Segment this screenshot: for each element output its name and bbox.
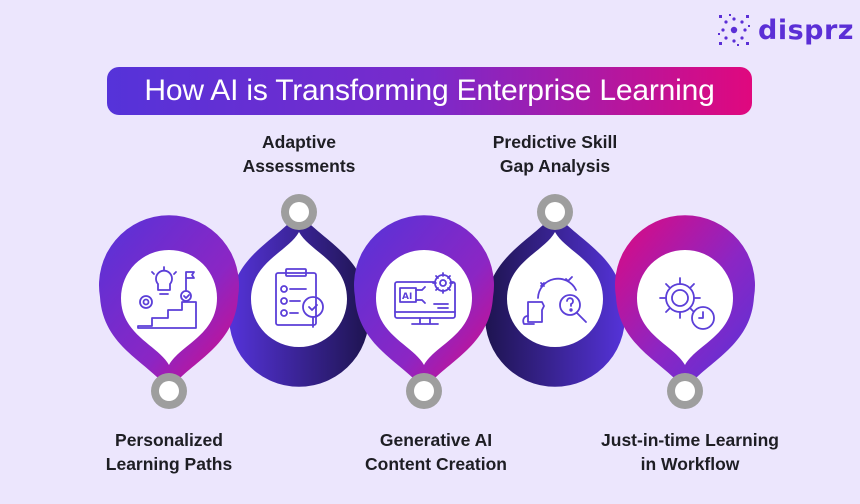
- gear-clock-icon: [659, 277, 715, 330]
- brand-logo: disprz: [716, 12, 854, 48]
- step-4-label: Predictive Skill Gap Analysis: [492, 132, 618, 176]
- step-3-label: Generative AI Content Creation: [365, 430, 507, 474]
- step-2-label: Adaptive Assessments: [242, 132, 356, 176]
- step-1-label: Personalized Learning Paths: [105, 430, 233, 474]
- ai-monitor-gear-icon: [394, 272, 456, 325]
- disprz-logo-mark-icon: [718, 14, 750, 46]
- brand-name: disprz: [758, 14, 855, 46]
- ai-label-glyph: AI: [402, 292, 412, 302]
- clipboard-checklist-magnifier-icon: [275, 268, 324, 328]
- step-5-label: Just-in-time Learning in Workflow: [601, 430, 779, 474]
- puzzle-brain-magnifier-question-icon: [522, 276, 587, 325]
- title-banner: How AI is Transforming Enterprise Learni…: [107, 67, 752, 115]
- page-title: How AI is Transforming Enterprise Learni…: [144, 74, 715, 107]
- connector-dots: [151, 194, 703, 409]
- stairs-lightbulb-gear-flag-icon: [137, 266, 197, 329]
